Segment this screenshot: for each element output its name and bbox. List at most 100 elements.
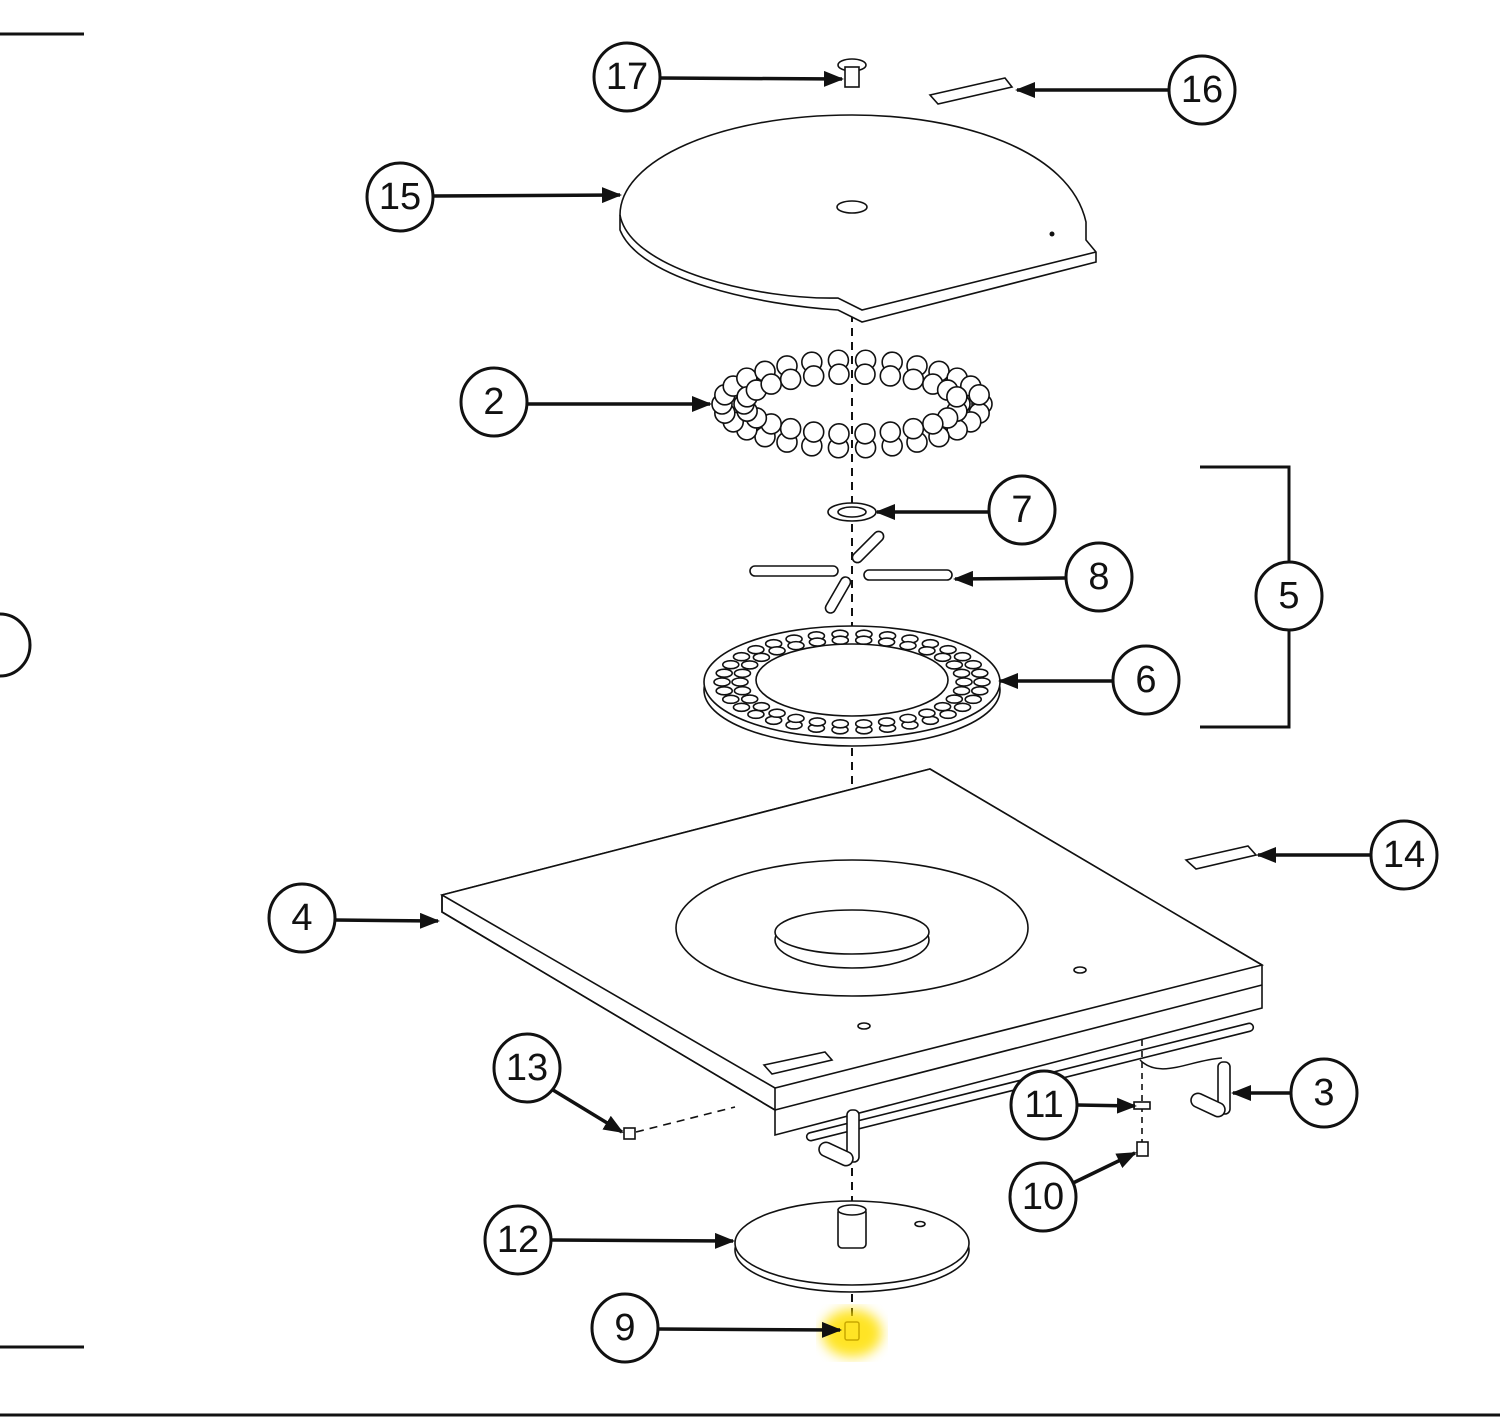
callout-5: 5: [1254, 560, 1324, 632]
partial-callout-left: [0, 612, 32, 678]
part-6-carrier-ring: [703, 625, 1001, 747]
callout-2: 2: [459, 366, 529, 438]
carrier-hole: [715, 686, 734, 696]
ball: [779, 368, 802, 391]
ball: [854, 363, 876, 386]
carrier-hole: [854, 635, 873, 646]
callout-label: 3: [1313, 1072, 1334, 1114]
ball: [802, 365, 825, 387]
carrier-hole: [721, 659, 740, 670]
ball: [968, 384, 990, 406]
part-12-base-disc: [734, 1200, 970, 1293]
carrier-hole: [964, 694, 983, 705]
carrier-hole: [877, 717, 896, 727]
callout-label: 12: [497, 1219, 539, 1261]
carrier-hole: [715, 668, 734, 678]
callout-9: 9: [590, 1292, 660, 1364]
carrier-hole: [733, 668, 752, 679]
carrier-hole: [877, 637, 896, 647]
carrier-hole: [952, 668, 971, 679]
carrier-hole: [854, 718, 873, 729]
carrier-hole: [939, 709, 957, 720]
callout-label: 15: [379, 176, 421, 218]
callout-13: 13: [492, 1032, 562, 1104]
latch-handle-left: [818, 1109, 860, 1167]
ball: [854, 422, 876, 445]
callout-label: 4: [291, 897, 312, 939]
ball: [760, 373, 782, 395]
carrier-hole: [831, 718, 850, 729]
carrier-hole: [721, 694, 740, 705]
carrier-hole: [952, 685, 971, 696]
part-3-latch-handle: [1139, 1057, 1231, 1118]
callout-16: 16: [1167, 54, 1237, 126]
carrier-hole: [808, 717, 827, 727]
carrier-hole: [953, 651, 972, 662]
carrier-hole: [918, 708, 936, 719]
callout-label: 17: [606, 56, 648, 98]
callout-7: 7: [987, 474, 1057, 546]
carrier-hole: [747, 644, 765, 655]
callout-8: 8: [1064, 541, 1134, 613]
carrier-hole: [713, 677, 731, 687]
carrier-hole: [740, 694, 759, 704]
carrier-hole: [732, 702, 751, 713]
carrier-hole: [733, 685, 752, 696]
callout-label: 8: [1088, 556, 1109, 598]
carrier-hole: [970, 668, 989, 678]
carrier-hole: [939, 644, 957, 655]
callout-label: 16: [1181, 69, 1223, 111]
part-9-highlighted-bushing: [822, 1309, 882, 1357]
carrier-hole: [933, 701, 952, 712]
carrier-hole: [787, 713, 805, 724]
ball: [828, 422, 850, 445]
callout-15: 15: [365, 161, 435, 233]
carrier-hole: [899, 640, 917, 651]
part-2-ball-ring: [711, 349, 993, 459]
callout-10: 10: [1008, 1161, 1078, 1233]
part-7-retainer-clip: [827, 502, 877, 522]
carrier-hole: [945, 694, 964, 704]
carrier-hole: [933, 652, 952, 663]
part-4-base-plate: [439, 768, 1265, 1142]
carrier-hole: [731, 677, 749, 687]
callout-label: 10: [1022, 1176, 1064, 1218]
carrier-hole: [955, 677, 973, 687]
carrier-hole: [964, 659, 983, 670]
part-10-screw: [1136, 1141, 1149, 1157]
callout-17: 17: [592, 41, 662, 113]
part-8-axle-pins: [749, 530, 953, 614]
callout-11: 11: [1009, 1069, 1079, 1141]
ball: [902, 417, 925, 440]
ball: [902, 368, 925, 391]
part-17-knob: [837, 58, 867, 88]
carrier-hole: [747, 709, 765, 720]
callout-4: 4: [267, 882, 337, 954]
carrier-hole: [768, 645, 786, 656]
carrier-hole: [945, 660, 964, 670]
carrier-hole: [918, 645, 936, 656]
carrier-hole: [808, 637, 827, 647]
callout-6: 6: [1111, 644, 1181, 716]
carrier-hole: [752, 701, 771, 712]
carrier-hole: [831, 635, 850, 646]
part-15-top-plate: [619, 114, 1097, 323]
carrier-hole: [953, 702, 972, 713]
carrier-hole: [768, 708, 786, 719]
part-13-nut: [623, 1106, 736, 1140]
callout-3: 3: [1289, 1057, 1359, 1129]
callout-label: 2: [483, 381, 504, 423]
carrier-hole: [970, 686, 989, 696]
callout-label: 13: [506, 1047, 548, 1089]
ball: [946, 386, 968, 408]
callout-label: 7: [1011, 489, 1032, 531]
part-16-label-strip: [928, 77, 1014, 105]
callout-14: 14: [1369, 819, 1439, 891]
part-14-label: [1184, 845, 1258, 870]
callout-label: 5: [1278, 575, 1299, 617]
callout-12: 12: [483, 1204, 553, 1276]
callout-label: 14: [1383, 834, 1425, 876]
ball: [879, 365, 902, 387]
carrier-hole: [732, 651, 751, 662]
